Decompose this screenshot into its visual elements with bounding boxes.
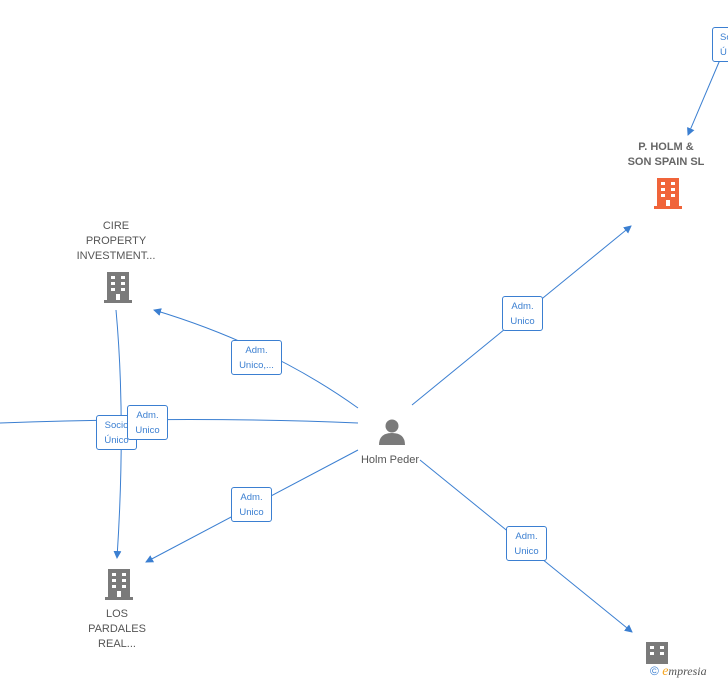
building-icon[interactable] — [102, 270, 134, 304]
edge-label-left-socio-line2: Único — [104, 435, 129, 446]
holm-son-label-line1: P. HOLM & — [638, 141, 694, 153]
edge-label-to-cire-line1: Adm. — [245, 345, 268, 356]
edge-label-to-bottom-right-line2: Unico — [514, 546, 539, 557]
edge-label-to-holm-son[interactable]: Adm. Unico — [502, 296, 543, 331]
building-icon[interactable] — [103, 567, 135, 601]
edge-label-left-adm-line1: Adm. — [136, 410, 159, 421]
brand-name: mpresia — [668, 664, 707, 678]
edge-label-to-holm-son-line1: Adm. — [511, 301, 534, 312]
cire-label-line2: PROPERTY — [85, 235, 147, 247]
edge-label-to-bottom-right-line1: Adm. — [515, 531, 538, 542]
cire-label[interactable]: CIRE PROPERTY INVESTMENT... — [56, 219, 176, 264]
edge-label-to-los-pardales[interactable]: Adm. Unico — [231, 487, 272, 522]
edge-label-left-adm[interactable]: Adm. Unico — [127, 405, 168, 440]
los-pardales-label-line1: LOS — [105, 608, 128, 620]
edge-label-to-cire[interactable]: Adm. Unico,... — [231, 340, 282, 375]
person-name[interactable]: Holm Peder — [360, 454, 420, 466]
los-pardales-label-line2: PARDALES — [88, 623, 146, 635]
edge-label-to-los-pardales-line2: Unico — [239, 507, 264, 518]
edge-label-to-cire-line2: Unico,... — [239, 360, 274, 371]
edge-label-top-right-line2: Ú — [720, 47, 727, 58]
edge-label-to-bottom-right[interactable]: Adm. Unico — [506, 526, 547, 561]
holm-son-label[interactable]: P. HOLM & SON SPAIN SL — [606, 140, 726, 170]
brand-e: e — [662, 664, 669, 679]
edge-top-right — [687, 47, 726, 136]
holm-son-label-line2: SON SPAIN SL — [627, 156, 705, 168]
edge-label-left-socio-line1: Socio — [104, 420, 129, 431]
cire-label-line1: CIRE — [102, 220, 130, 232]
building-icon[interactable] — [652, 176, 684, 210]
los-pardales-label[interactable]: LOS PARDALES REAL... — [57, 607, 177, 652]
copyright-symbol: © — [650, 664, 659, 678]
edge-label-top-right-line1: So — [720, 32, 728, 43]
building-icon[interactable] — [643, 640, 671, 664]
edge-label-left-adm-line2: Unico — [135, 425, 160, 436]
edge-label-left-socio[interactable]: Socio Único — [96, 415, 137, 450]
edge-left-horizontal — [0, 419, 359, 424]
person-icon[interactable] — [377, 418, 407, 446]
los-pardales-label-line3: REAL... — [98, 638, 136, 650]
empresia-watermark: © empresia — [650, 664, 707, 680]
edge-label-to-los-pardales-line1: Adm. — [240, 492, 263, 503]
cire-label-line3: INVESTMENT... — [76, 250, 156, 262]
edge-label-to-holm-son-line2: Unico — [510, 316, 535, 327]
edge-label-top-right[interactable]: So Ú — [712, 27, 728, 62]
